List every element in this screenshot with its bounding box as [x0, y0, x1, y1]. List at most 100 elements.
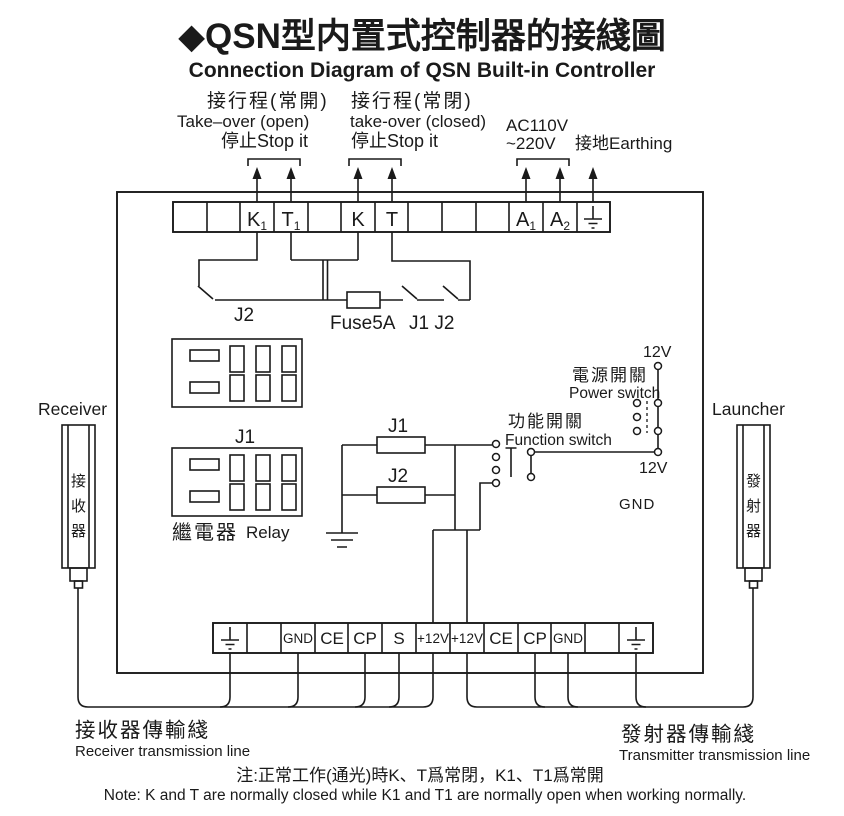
bracket-kt — [348, 158, 402, 166]
launcher-branch-wires — [534, 653, 647, 708]
jumper-j1-label: J1 — [388, 416, 408, 437]
receiver-transmission-wire — [77, 588, 434, 708]
earth-ground-icon — [627, 627, 645, 650]
terminal-cp-left: CP — [353, 629, 377, 648]
ac-power-label: AC110V ~220V 接地Earthing — [506, 116, 672, 153]
takeover-open-en: Take–over (open) — [177, 112, 309, 131]
jumper-wires — [341, 444, 492, 623]
takeover-open-zh: 接行程(常開) — [207, 90, 329, 112]
terminal-12v-1: +12V — [417, 631, 449, 646]
j1-j2-switch-label: J1 J2 — [409, 313, 454, 334]
takeover-closed-zh: 接行程(常閉) — [351, 90, 473, 112]
receiver-label: Receiver — [38, 399, 107, 419]
relay-block-1 — [171, 338, 303, 408]
earth-ground-icon — [584, 206, 602, 229]
terminal-t: T — [386, 209, 398, 231]
jumper-j2-label: J2 — [388, 466, 408, 487]
wire-k1 — [198, 232, 258, 286]
terminal-gnd-right: GND — [553, 631, 583, 646]
terminal-ce-right: CE — [489, 629, 513, 648]
ac110v-label: AC110V — [506, 116, 569, 135]
terminal-a1: A1 — [516, 209, 536, 233]
takeover-closed-en: take-over (closed) — [350, 112, 486, 131]
fuse-symbol — [346, 291, 381, 309]
title-diamond-icon: ◆ — [178, 17, 205, 56]
launcher-label: Launcher — [712, 399, 785, 419]
node-12v — [653, 447, 663, 457]
wire-t1-k — [290, 232, 359, 261]
terminal-k1: K1 — [247, 209, 267, 233]
receiver-char-1: 接 — [71, 473, 86, 490]
relay-name-en: Relay — [246, 523, 290, 542]
page-title: ◆QSN型内置式控制器的接綫圖 — [178, 17, 666, 56]
switch-blade-j2 — [197, 285, 214, 300]
receiver-unit: Receiver 接 收 器 — [38, 399, 434, 708]
input-arrows — [247, 158, 598, 202]
receiver-branch-wires — [219, 653, 400, 708]
function-switch-zh: 功能開關 — [508, 412, 584, 431]
relay-name-zh: 繼電器 — [172, 521, 238, 544]
launcher-connector — [744, 567, 763, 582]
function-switch-en: Function switch — [505, 432, 612, 449]
terminal-k: K — [351, 209, 365, 231]
relay-j1-label: J1 — [235, 427, 255, 448]
earthing-label: 接地Earthing — [575, 134, 672, 153]
power-switch-en: Power switch — [569, 385, 660, 402]
launcher-char-1: 發 — [746, 473, 761, 490]
bracket-k1t1 — [247, 158, 301, 166]
bottom-terminal-strip: GND CE CP S +12V +12V CE CP GND — [212, 622, 654, 654]
launcher-line-zh: 發射器傳輸綫 — [621, 723, 756, 746]
page-subtitle: Connection Diagram of QSN Built-in Contr… — [189, 59, 656, 82]
receiver-body-inner-lines — [67, 425, 90, 568]
wire-t — [391, 232, 471, 300]
receiver-body — [61, 424, 96, 569]
earth-ground-icon — [326, 532, 358, 548]
terminal-12v-2: +12V — [451, 631, 483, 646]
launcher-body — [736, 424, 771, 569]
gnd-label: GND — [619, 496, 655, 513]
relay-block-2 — [171, 447, 303, 517]
ac220v-label: ~220V — [506, 134, 556, 153]
takeover-open-stop: 停止Stop it — [221, 131, 308, 151]
receiver-connector-tip — [73, 580, 84, 589]
bracket-a1a2 — [516, 158, 570, 166]
controller-enclosure — [116, 191, 704, 674]
top-terminal-strip: K1 T1 K T A1 A2 — [172, 201, 611, 233]
function-switch-contacts — [491, 439, 536, 488]
switch-blades-j1-j2 — [401, 285, 459, 300]
power-switch-zh: 電源開關 — [572, 366, 648, 385]
launcher-connector-tip — [748, 580, 759, 589]
launcher-char-2: 射 — [746, 498, 761, 515]
junction-double-line — [322, 260, 329, 300]
function-switch-actuator — [505, 447, 532, 477]
top-strip-dividers — [206, 202, 578, 232]
terminal-a2: A2 — [550, 209, 570, 233]
launcher-line-en: Transmitter transmission line — [619, 747, 810, 764]
power-switch: 12V 電源開關 Power switch GND — [569, 344, 672, 513]
terminal-s: S — [393, 629, 404, 648]
receiver-line-en: Receiver transmission line — [75, 743, 250, 760]
j2-switch-label: J2 — [234, 305, 254, 326]
launcher-transmission-wire — [466, 588, 754, 708]
receiver-line-zh: 接收器傳輸綫 — [75, 719, 210, 742]
earth-ground-icon — [221, 627, 239, 650]
launcher-unit: Launcher 發 射 器 — [466, 399, 785, 708]
note-en: Note: K and T are normally closed while … — [104, 787, 746, 804]
terminal-t1: T1 — [282, 209, 301, 233]
function-switch: 功能開關 Function switch 12V — [491, 412, 668, 488]
jumper-network: J1 J2 — [326, 416, 492, 623]
receiver-char-2: 收 — [71, 498, 86, 515]
terminal-gnd-left: GND — [283, 631, 313, 646]
contact-wiring: J2 Fuse5A J1 J2 — [197, 232, 471, 334]
fuse-label: Fuse5A — [330, 313, 396, 334]
up-arrow-icon — [252, 167, 598, 202]
receiver-char-3: 器 — [71, 523, 86, 540]
launcher-char-3: 器 — [746, 523, 761, 540]
takeover-closed-stop: 停止Stop it — [351, 131, 438, 151]
terminal-cp-right: CP — [523, 629, 547, 648]
jumper-j2-body — [376, 486, 426, 504]
terminal-ce-left: CE — [320, 629, 344, 648]
function-12v-label: 12V — [639, 460, 668, 477]
